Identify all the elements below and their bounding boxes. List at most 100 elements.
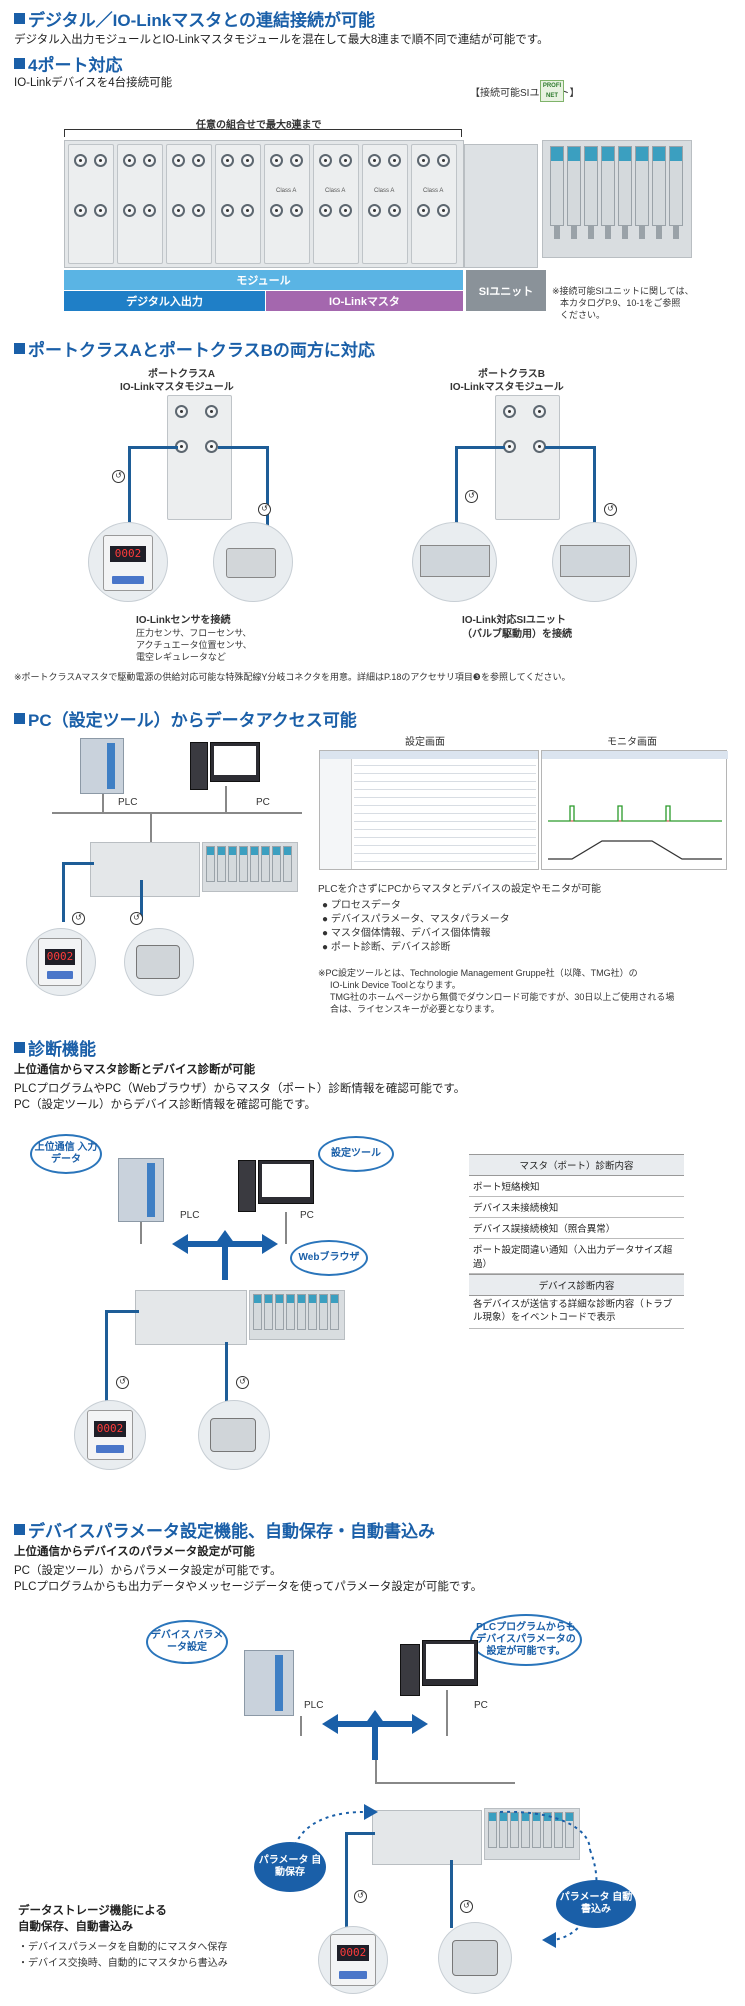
valve-coil [254, 1295, 261, 1303]
digital-bar-label: デジタル入出力 [126, 296, 203, 308]
network-line [300, 1716, 302, 1736]
port-icon [319, 204, 332, 217]
port-icon [175, 405, 188, 418]
pc-tower [400, 1644, 420, 1696]
valve-fitting [571, 225, 577, 239]
mini-manifold [372, 1810, 482, 1865]
solenoid-valve [253, 1294, 262, 1330]
range-bracket [64, 129, 462, 137]
pc-label: PC [474, 1700, 488, 1711]
si-bar-label: SIユニット [478, 285, 534, 298]
cable [62, 862, 65, 922]
solenoid-valve [554, 1812, 563, 1848]
flow-sensor [136, 945, 180, 979]
cable [345, 1832, 375, 1835]
network-line [285, 1212, 287, 1244]
flow-sensor [210, 1418, 256, 1452]
valve-coil [240, 847, 247, 855]
valve-fitting [656, 225, 662, 239]
port-icon [368, 154, 381, 167]
port-icon [388, 204, 401, 217]
port-icon [123, 204, 136, 217]
si-note-line3: ください。 [560, 310, 606, 320]
network-arrows [322, 1710, 428, 1760]
network-line [225, 786, 227, 812]
valve-coil [619, 147, 631, 161]
class-a-caption: IO-Linkセンサを接続 [136, 615, 231, 626]
connector-icon: ↺ [236, 1376, 249, 1389]
valve-coil [636, 147, 648, 161]
port-icon [339, 154, 352, 167]
bubble-plc-program: PLCプログラムからも デバイスパラメータの 設定が可能です。 [470, 1614, 582, 1666]
cable [218, 446, 268, 449]
cable [128, 446, 178, 449]
sensor-buttons [112, 576, 144, 584]
pressure-sensor: 0002 [103, 535, 153, 591]
monitor-screen-image [541, 750, 728, 870]
setting-screen-label: 設定画面 [405, 737, 445, 748]
solenoid-valve [669, 146, 683, 239]
network-line [150, 812, 152, 842]
port-icon [417, 154, 430, 167]
sensor-buttons [96, 1445, 124, 1453]
module-bar-label: モジュール [236, 275, 291, 287]
plc-stripe [147, 1163, 155, 1217]
monitor-graph [542, 751, 728, 860]
solenoid-valve [228, 846, 237, 882]
connector-icon: ↺ [604, 503, 617, 516]
solenoid-valve [543, 1812, 552, 1848]
connector-icon: ↺ [258, 503, 271, 516]
si-unit-bar: SIユニット [466, 270, 546, 311]
valve-coil [287, 1295, 294, 1303]
data-storage-item2: ・デバイス交換時、自動的にマスタから書込み [18, 1958, 228, 1969]
setting-row [354, 813, 536, 814]
digital-io-bar: デジタル入出力 [64, 291, 265, 311]
network-line [140, 1222, 142, 1244]
pc-tool-note4: 合は、ライセンスキーが必要となります。 [330, 1004, 500, 1014]
solenoid-valve [206, 846, 215, 882]
valve-coil [320, 1295, 327, 1303]
port-icon [437, 154, 450, 167]
valve-coil [511, 1813, 518, 1821]
master-diag-header: マスタ（ポート）診断内容 [469, 1154, 684, 1176]
section-title-text: PC（設定ツール）からデータアクセス可能 [28, 711, 357, 730]
pc-tool-note3: TMG社のホームページから無償でダウンロード可能ですが、30日以上ご使用される場 [330, 992, 675, 1002]
module-bar: モジュール [64, 270, 463, 290]
device-diag-table: デバイス診断内容 各デバイスが送信する詳細な診断内容（トラブル現象）をイベントコ… [469, 1274, 684, 1329]
valve-coil [265, 1295, 272, 1303]
solenoid-valve [567, 146, 581, 239]
setting-row [354, 821, 536, 822]
setting-row [354, 789, 536, 790]
cable [128, 446, 131, 526]
valve-coil [653, 147, 665, 161]
valve-unit-small [560, 545, 630, 577]
setting-row [354, 805, 536, 806]
valve-coil [522, 1813, 529, 1821]
pc-tower [190, 742, 208, 790]
setting-row [354, 861, 536, 862]
valve-coil [284, 847, 291, 855]
plc-label: PLC [118, 797, 138, 808]
network-arrows [172, 1230, 278, 1280]
pc-screen [262, 1164, 310, 1197]
port-icon [270, 204, 283, 217]
cable [105, 1310, 108, 1402]
pc-monitor [210, 742, 260, 782]
bubble-device-param: デバイス パラメータ設定 [146, 1620, 228, 1664]
plc-unit [80, 738, 124, 794]
solenoid-valve [272, 846, 281, 882]
si-note-line1: ※接続可能SIユニットに関しては、 [552, 286, 694, 296]
profinet-text: PROFI NET [542, 83, 562, 99]
solenoid-valve [499, 1812, 508, 1848]
port-icon [437, 204, 450, 217]
master-diag-row: デバイス未接続検知 [469, 1197, 684, 1218]
port-icon [192, 204, 205, 217]
master-diag-row: ポート設定間違い通知（入出力データサイズ超過） [469, 1239, 684, 1274]
valve-coil [309, 1295, 316, 1303]
class-b-title: ポートクラスB [478, 369, 546, 380]
network-line [375, 1782, 515, 1784]
port-icon [143, 154, 156, 167]
pc-tool-note1: ※PC設定ツールとは、Technologie Management Gruppe… [318, 968, 638, 978]
network-line [446, 1690, 448, 1736]
